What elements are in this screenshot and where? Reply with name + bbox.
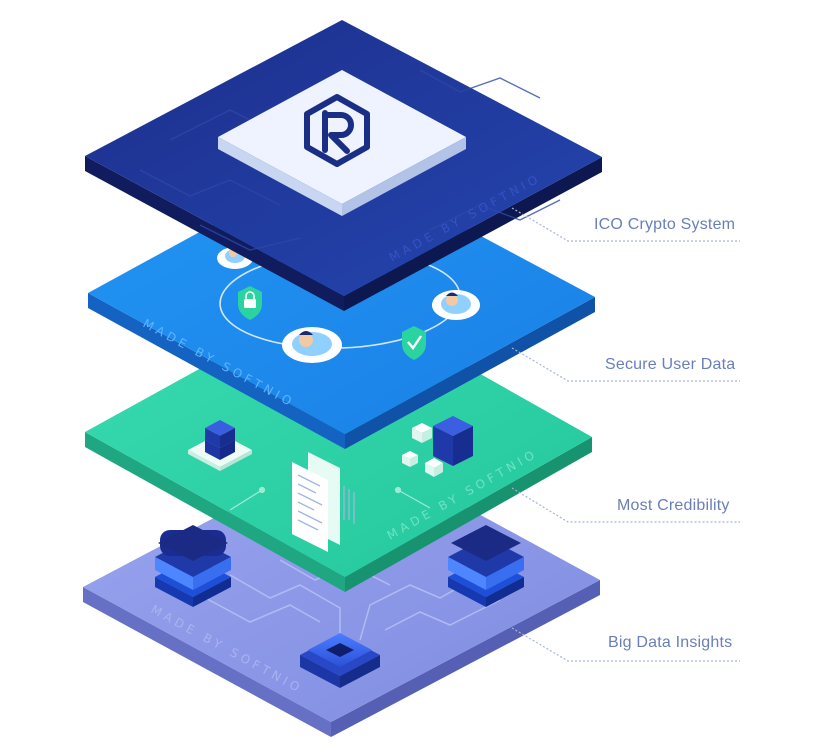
blocks-cluster-icon	[402, 416, 473, 477]
layer-side-right	[345, 437, 592, 592]
documents-icon	[292, 452, 355, 552]
circuit-traces	[139, 69, 561, 251]
layer-side-left	[85, 156, 344, 311]
user-avatar-icon	[282, 327, 342, 363]
lock-shield-icon	[238, 286, 262, 320]
callout-secure-user-data: Secure User Data	[605, 356, 736, 373]
layer-side-left	[88, 293, 345, 449]
callout-big-data-insights: Big Data Insights	[608, 634, 733, 651]
hexagon-r-logo-icon	[304, 94, 370, 167]
server-stack-right-icon	[448, 525, 524, 607]
layer-side-right	[344, 157, 602, 311]
layer-ico-crypto-system: MADE BY SOFTNIO	[85, 20, 602, 311]
callout-leaders	[511, 207, 740, 662]
callout-ico-crypto-system: ICO Crypto System	[594, 216, 736, 233]
layer-side-right	[331, 580, 600, 737]
layer-side-right	[345, 297, 595, 449]
layer-side-left	[83, 587, 331, 737]
check-shield-icon	[402, 326, 426, 360]
server-stack-left-icon	[155, 525, 231, 607]
circuit-traces	[199, 559, 501, 641]
processor-chip-icon	[300, 633, 380, 688]
user-avatar-icon	[432, 290, 480, 320]
cube-pad-icon	[188, 420, 252, 471]
callout-most-credibility: Most Credibility	[617, 497, 730, 514]
layer-side-left	[85, 432, 345, 592]
connector-dots	[229, 486, 431, 511]
